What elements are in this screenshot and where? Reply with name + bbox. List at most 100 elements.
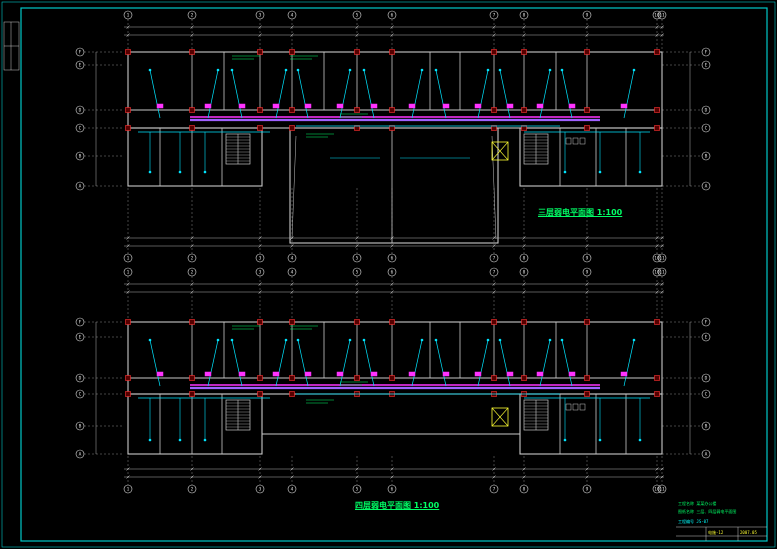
junction-box [568,371,576,377]
dimension-tick [355,25,359,29]
structural-column [125,319,131,325]
cable-drop [623,339,635,387]
outlet-symbol [486,338,490,342]
structural-column [257,49,263,55]
outlet-symbol [560,68,564,72]
dimension-tick [585,33,589,37]
junction-box [272,103,280,109]
dimension-tick [390,33,394,37]
dimension-tick [355,244,359,248]
structural-column [584,49,590,55]
row-bubble-left-A-label: A [79,184,82,190]
dimension-tick [126,467,130,471]
axis-bubble-bottom-7-label: 7 [493,487,496,493]
cable-drop [297,339,309,387]
outlet-symbol [560,338,564,342]
dimension-tick [258,290,262,294]
dimension-tick [655,475,659,479]
toilet-fixture [572,403,579,411]
dimension-tick [655,290,659,294]
axis-bubble-top-10-label: 10 [654,13,660,19]
axis-bubble-top-2-label: 2 [191,270,194,276]
axis-bubble-top-7-label: 7 [493,270,496,276]
cable-drop [477,69,489,119]
dimension-tick [355,33,359,37]
structural-column [654,391,660,397]
structural-column [257,107,263,113]
cable-drop [275,69,287,119]
junction-box [370,371,378,377]
dimension-tick [390,244,394,248]
cable-drop [477,339,489,387]
sheet-border-inner [20,7,768,542]
junction-box [304,103,312,109]
outlet-symbol [178,438,182,442]
axis-bubble-top-5-label: 5 [356,270,359,276]
row-bubble-left-B-label: B [79,154,82,160]
axis-bubble-bottom-1-label: 1 [127,256,130,262]
row-bubble-right-B [701,151,711,161]
structural-column [125,125,131,131]
cable-drop [623,69,635,119]
axis-bubble-bottom-11-label: 11 [659,256,665,262]
row-bubble-left-D-label: D [79,108,82,114]
outlet-symbol [362,68,366,72]
dimension-tick [290,467,294,471]
row-bubble-right-E [701,60,711,70]
elevator-shaft [491,141,509,161]
outlet-symbol [498,338,502,342]
structural-column [354,125,360,131]
axis-bubble-top-4-label: 4 [291,13,294,19]
row-bubble-right-C [701,389,711,399]
title-block-date: 2007.05 [740,530,757,535]
cable-drop [539,339,551,387]
cable-drop [363,339,375,387]
row-bubble-left-F-label: F [79,50,82,56]
structural-column [491,49,497,55]
structural-column [521,49,527,55]
dimension-tick [522,33,526,37]
dimension-tick [290,244,294,248]
dimension-tick [522,236,526,240]
dimension-tick [655,33,659,37]
outlet-symbol [420,338,424,342]
dimension-tick [258,282,262,286]
outlet-symbol [216,68,220,72]
dimension-tick [492,25,496,29]
outlet-symbol [296,338,300,342]
dimension-tick [390,467,394,471]
dimension-tick [190,467,194,471]
structural-column [654,125,660,131]
row-bubble-right-F [701,317,711,327]
axis-bubble-bottom-10-label: 10 [654,487,660,493]
row-bubble-left-E-label: E [79,335,82,341]
outlet-symbol [230,68,234,72]
axis-bubble-top-1-label: 1 [127,270,130,276]
row-bubble-right-F [701,47,711,57]
junction-box [620,103,628,109]
row-bubble-right-A [701,449,711,459]
cable-drop [411,339,423,387]
dimension-tick [126,244,130,248]
junction-box [474,103,482,109]
outlet-symbol [178,170,182,174]
dimension-tick [258,244,262,248]
cable-drop [231,339,243,387]
axis-bubble-top-4-label: 4 [291,270,294,276]
dimension-tick [355,236,359,240]
dimension-tick [660,236,664,240]
elevator-cross [491,141,509,161]
dimension-tick [355,475,359,479]
junction-box [408,371,416,377]
structural-column [289,391,295,397]
dimension-tick [522,244,526,248]
cable-drop [561,69,573,119]
dimension-tick [492,236,496,240]
cable-drop [149,339,161,387]
dimension-tick [290,475,294,479]
axis-bubble-bottom-9-label: 9 [586,487,589,493]
elevator-shaft [491,407,509,427]
junction-box [408,103,416,109]
axis-bubble-top-5-label: 5 [356,13,359,19]
structural-column [125,391,131,397]
